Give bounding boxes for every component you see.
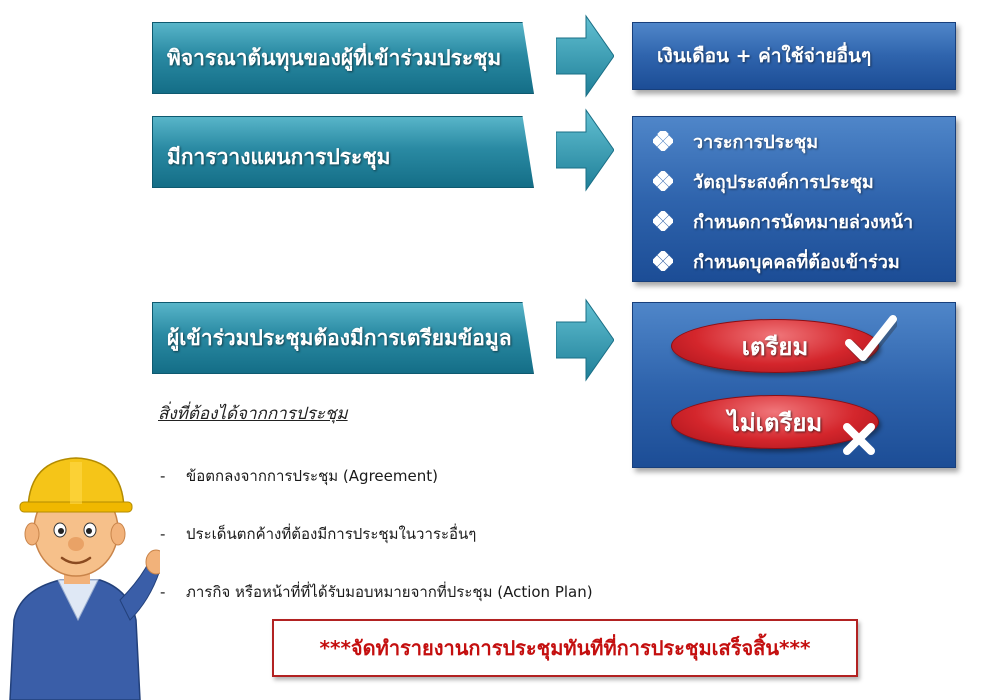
pending-issues-item: ประเด็นตกค้างที่ต้องมีการประชุมในวาระอื่… — [186, 525, 477, 543]
diamond-bullet-icon — [653, 171, 673, 191]
prepared-pill: เตรียม — [671, 319, 879, 373]
not-prepared-label: ไม่เตรียม — [727, 408, 823, 437]
list-item: - ประเด็นตกค้างที่ต้องมีการประชุมในวาระอ… — [160, 522, 476, 546]
schedule-item: กำหนดการนัดหมายล่วงหน้า — [693, 211, 914, 233]
cross-icon — [843, 423, 875, 455]
list-item: วัตถุประสงค์การประชุม — [633, 161, 955, 201]
preparation-box-label: ผู้เข้าร่วมประชุมต้องมีการเตรียมข้อมูล — [167, 325, 512, 350]
not-prepared-pill: ไม่เตรียม — [671, 395, 879, 449]
action-plan-item: ภารกิจ หรือหน้าที่ที่ได้รับมอบหมายจากที่… — [186, 583, 593, 601]
arrow-right-icon — [556, 14, 614, 98]
planning-box: มีการวางแผนการประชุม — [152, 116, 534, 188]
list-item: วาระการประชุม — [633, 121, 955, 161]
agreement-item: ข้อตกลงจากการประชุม (Agreement) — [186, 467, 438, 485]
salary-box: เงินเดือน + ค่าใช้จ่ายอื่นๆ — [632, 22, 956, 90]
planning-details-box: วาระการประชุม วัตถุประสงค์การประชุม กำหน… — [632, 116, 956, 282]
list-item: - ข้อตกลงจากการประชุม (Agreement) — [160, 464, 438, 488]
diamond-bullet-icon — [653, 211, 673, 231]
preparation-box: ผู้เข้าร่วมประชุมต้องมีการเตรียมข้อมูล — [152, 302, 534, 374]
preparation-status-box: เตรียม ไม่เตรียม — [632, 302, 956, 468]
dash-bullet: - — [160, 583, 166, 601]
salary-box-label: เงินเดือน + ค่าใช้จ่ายอื่นๆ — [657, 45, 872, 67]
planning-box-label: มีการวางแผนการประชุม — [167, 145, 391, 169]
list-item: กำหนดบุคคลที่ต้องเข้าร่วม — [633, 241, 955, 281]
dash-bullet: - — [160, 467, 166, 485]
attendees-item: กำหนดบุคคลที่ต้องเข้าร่วม — [693, 251, 900, 273]
arrow-right-icon — [556, 298, 614, 382]
engineer-character-icon — [9, 457, 160, 700]
arrow-right-icon — [556, 108, 614, 192]
check-icon — [845, 315, 897, 364]
list-item: กำหนดการนัดหมายล่วงหน้า — [633, 201, 955, 241]
footer-note: ***จัดทำรายงานการประชุมทันทีที่การประชุม… — [272, 619, 858, 677]
diamond-bullet-icon — [653, 251, 673, 271]
cost-box-label: พิจารณาต้นทุนของผู้ที่เข้าร่วมประชุม — [167, 45, 502, 70]
outcomes-heading: สิ่งที่ต้องได้จากการประชุม — [158, 404, 348, 424]
diamond-bullet-icon — [653, 131, 673, 151]
dash-bullet: - — [160, 525, 166, 543]
list-item: - ภารกิจ หรือหน้าที่ที่ได้รับมอบหมายจากท… — [160, 580, 593, 604]
cost-box: พิจารณาต้นทุนของผู้ที่เข้าร่วมประชุม — [152, 22, 534, 94]
agenda-item: วาระการประชุม — [693, 131, 819, 153]
objective-item: วัตถุประสงค์การประชุม — [693, 171, 874, 193]
footer-text: ***จัดทำรายงานการประชุมทันทีที่การประชุม… — [319, 636, 811, 660]
prepared-label: เตรียม — [741, 332, 809, 361]
